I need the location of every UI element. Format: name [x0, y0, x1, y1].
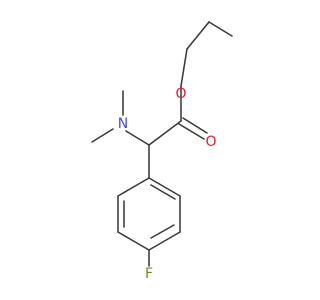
bond-n-methyl-left — [91, 128, 114, 143]
ester-oxygen-label: O — [175, 86, 186, 102]
bond-alpha-nitrogen — [125, 130, 150, 146]
bond-ring-inner-1 — [150, 184, 176, 200]
bond-ethyl-ch2 — [186, 21, 210, 50]
carbonyl-oxygen-label: O — [205, 134, 216, 150]
bond-ring-3 — [148, 231, 181, 251]
bond-ch2-o — [180, 48, 188, 87]
bond-ring-inner-2 — [150, 224, 175, 239]
bond-carbonyl-alpha — [148, 120, 182, 146]
bond-ring-4 — [117, 231, 150, 251]
nitrogen-label: N — [118, 116, 128, 132]
molecule-structure: N O O F — [91, 21, 233, 282]
bond-ring-1 — [148, 177, 181, 197]
bond-carbonyl-double-b — [182, 117, 208, 134]
bond-ring-6 — [117, 177, 150, 197]
fluorine-label: F — [145, 266, 153, 282]
bond-carbonyl-double-a — [178, 123, 205, 140]
bond-ethyl-terminal — [208, 21, 233, 37]
